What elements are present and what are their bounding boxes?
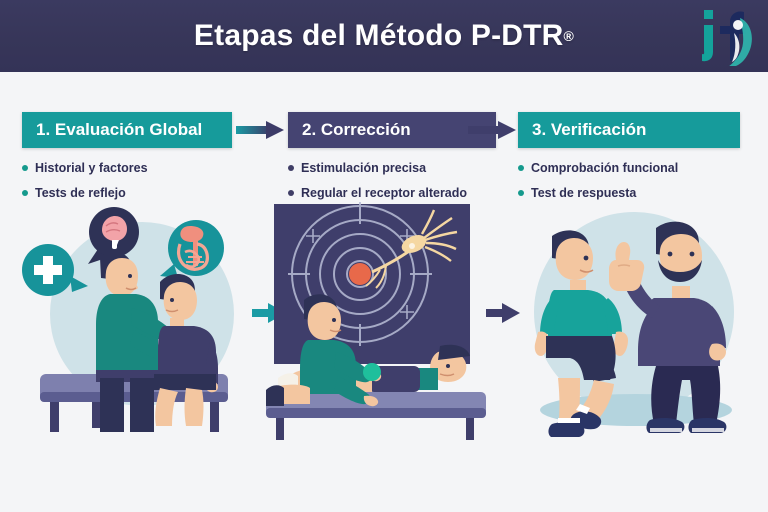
thumbs-up-icon	[609, 242, 645, 291]
therapist-figure	[96, 252, 192, 432]
bullet-text: Regular el receptor alterado	[301, 185, 468, 200]
target-rings-icon	[288, 202, 432, 346]
bullet-text: Test de respuesta	[531, 185, 637, 200]
step-label-2: 2. Corrección	[302, 120, 411, 139]
bullet-item: Test de respuesta	[518, 185, 740, 202]
trademark-symbol: ®	[563, 28, 575, 44]
illustration-panel-1	[14, 202, 250, 442]
step-header-1[interactable]: 1. Evaluación Global	[22, 112, 232, 148]
illustration-panel-2	[262, 202, 490, 442]
step-column-3: 3. Verificación Comprobación funcional T…	[518, 112, 740, 218]
header-arrow-1-to-2-icon	[236, 119, 286, 141]
step-label-3: 3. Verificación	[532, 120, 647, 139]
bullet-item: Estimulación precisa	[288, 160, 496, 177]
receptor-point-icon	[349, 263, 371, 285]
bullet-item: Regular el receptor alterado	[288, 185, 496, 202]
bullet-dot-icon	[518, 189, 524, 196]
neuron-icon	[365, 209, 458, 289]
step-bullets-1: Historial y factores Tests de reflejo	[22, 160, 232, 202]
bullet-dot-icon	[518, 165, 524, 171]
panel-arrow-2-to-3-icon	[486, 298, 522, 328]
therapist-figure	[266, 294, 382, 407]
step-header-2[interactable]: 2. Corrección	[288, 112, 496, 148]
step-column-2: 2. Corrección Estimulación precisa Regul…	[288, 112, 496, 218]
brain-icon	[88, 207, 139, 264]
bullet-text: Tests de reflejo	[35, 185, 126, 200]
bullet-dot-icon	[22, 165, 28, 171]
step-bullets-3: Comprobación funcional Test de respuesta	[518, 160, 740, 202]
header-bar: Etapas del Método P-DTR®	[0, 0, 768, 72]
bullet-dot-icon	[288, 189, 294, 196]
bullet-text: Estimulación precisa	[301, 161, 427, 175]
page-title-text: Etapas del Método P-DTR	[193, 19, 564, 52]
steps-row: 1. Evaluación Global Historial y factore…	[0, 112, 768, 200]
page-title: Etapas del Método P-DTR®	[0, 0, 768, 72]
step-bullets-2: Estimulación precisa Regular el receptor…	[288, 160, 496, 202]
illustrations-row	[0, 202, 768, 442]
illustration-panel-3	[506, 202, 758, 442]
bullet-dot-icon	[22, 189, 28, 196]
bullet-item: Historial y factores	[22, 160, 232, 177]
therapist-thumbsup-figure	[609, 221, 727, 433]
step-column-1: 1. Evaluación Global Historial y factore…	[22, 112, 232, 218]
bullet-item: Tests de reflejo	[22, 185, 232, 202]
patient-figure	[154, 273, 218, 426]
bullet-text: Historial y factores	[35, 161, 148, 175]
bullet-text: Comprobación funcional	[531, 161, 679, 175]
medical-cross-icon	[22, 244, 88, 296]
brand-logo	[700, 6, 756, 68]
step-label-1: 1. Evaluación Global	[36, 120, 203, 139]
header-arrow-2-to-3-icon	[468, 119, 518, 141]
bullet-item: Comprobación funcional	[518, 160, 740, 177]
digestive-organs-icon	[160, 220, 224, 278]
patient-knee-raise-figure	[534, 230, 628, 437]
step-header-3[interactable]: 3. Verificación	[518, 112, 740, 148]
bullet-dot-icon	[288, 165, 294, 171]
